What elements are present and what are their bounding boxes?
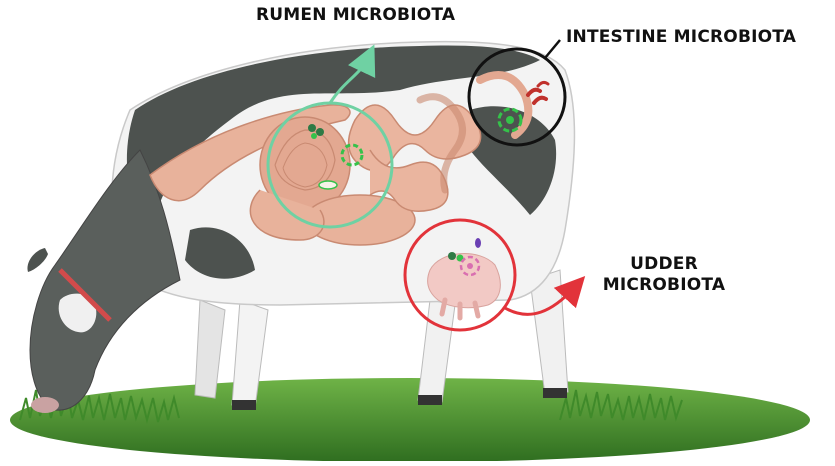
udder-label-line2: MICROBIOTA bbox=[584, 275, 744, 296]
hoof bbox=[418, 395, 442, 405]
ear bbox=[27, 248, 48, 272]
udder-microbiota-label: UDDER MICROBIOTA bbox=[584, 254, 744, 297]
green-microbe-icon bbox=[319, 181, 337, 189]
purple-microbe-icon bbox=[475, 238, 481, 248]
udder bbox=[428, 254, 501, 308]
muzzle bbox=[31, 397, 59, 413]
grass bbox=[10, 378, 810, 461]
rumen-microbiota-label: RUMEN MICROBIOTA bbox=[256, 5, 455, 26]
hoof bbox=[232, 400, 256, 410]
intestine-pointer bbox=[545, 40, 560, 58]
udder-label-line1: UDDER bbox=[584, 254, 744, 275]
hoof bbox=[543, 388, 567, 398]
intestine-microbiota-label: INTESTINE MICROBIOTA bbox=[566, 27, 796, 48]
cow-illustration bbox=[27, 42, 574, 413]
